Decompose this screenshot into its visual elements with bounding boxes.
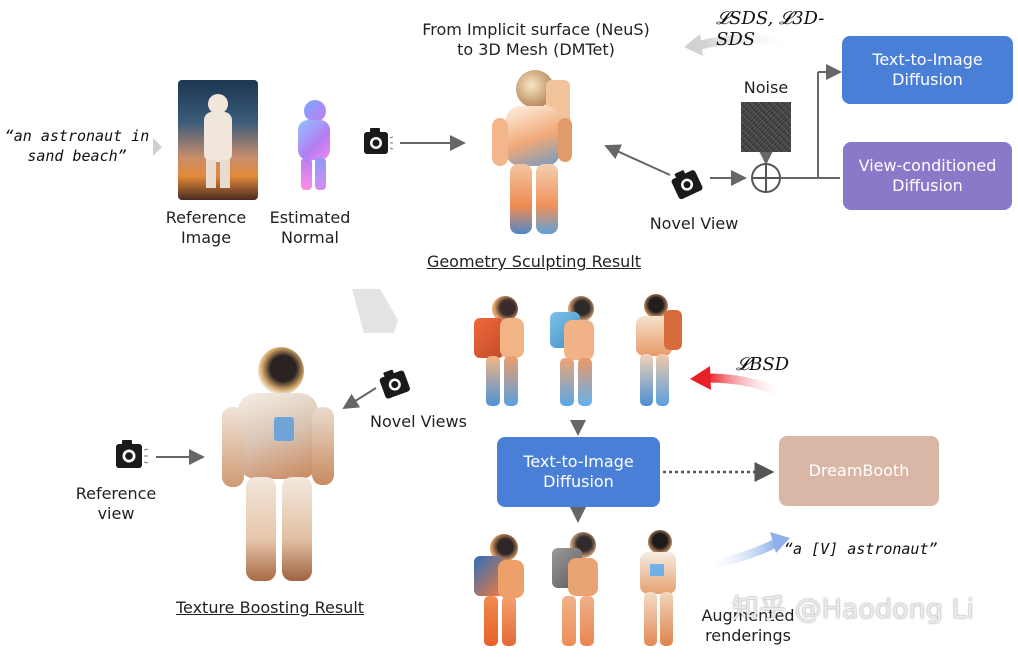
novel-render-3 [630,294,684,408]
sds-loss-arrow [698,34,792,51]
sds-loss-label: 𝓛SDS, 𝓛3D-SDS [716,8,825,50]
augmented-renderings-label: Augmented renderings [701,606,795,645]
augmented-render-3 [636,530,686,648]
novel-view-label: Novel View [649,214,739,233]
augmented-render-1 [472,534,530,648]
geometry-to-texture-arrow [352,289,398,333]
camera-icon [362,126,394,158]
novel-view-camera-icon [665,159,712,205]
texture-result-label: Texture Boosting Result [175,598,365,617]
prompt-text-left: “an astronaut in sand beach” [4,127,150,165]
watermark: 知乎 @Haodong Li [732,594,974,625]
geometry-astronaut-image [488,70,584,246]
noise-label: Noise [743,78,789,97]
t2i-diffusion-bottom-box: Text-to-Image Diffusion [497,437,660,507]
implicit-to-mesh-caption: From Implicit surface (NeuS) to 3D Mesh … [422,20,650,59]
prompt-arrow [153,138,162,156]
geometry-result-label: Geometry Sculpting Result [426,252,642,271]
t2i-diffusion-top-box: Text-to-Image Diffusion [842,36,1013,104]
reference-view-label: Reference view [75,484,157,523]
prompt-right-arrow [707,538,779,570]
novelviews-to-texture-arrow [342,387,377,410]
view-conditioned-diffusion-box: View-conditioned Diffusion [843,142,1012,210]
reference-image [178,80,258,200]
novel-views-camera-icon [373,359,419,405]
bsd-loss-arrow [707,373,783,398]
novel-render-2 [546,296,604,408]
astronaut-helmet [208,94,228,114]
novel-views-label: Novel Views [370,412,467,431]
astronaut-body [204,112,232,162]
estimated-normal-label: Estimated Normal [269,208,351,247]
reference-image-label: Reference Image [165,208,247,247]
dreambooth-box: DreamBooth [779,436,939,506]
texture-astronaut-image [222,345,334,587]
estimated-normal-image [292,100,336,192]
novelview-to-geometry-arrow [604,144,671,176]
reference-view-camera-icon [114,436,150,472]
novel-render-1 [470,296,532,408]
augmented-render-2 [548,532,604,648]
bsd-loss-label: 𝓛BSD [736,354,790,375]
noise-image [741,102,791,152]
prompt-text-right: “a [V] astronaut” [784,540,938,558]
